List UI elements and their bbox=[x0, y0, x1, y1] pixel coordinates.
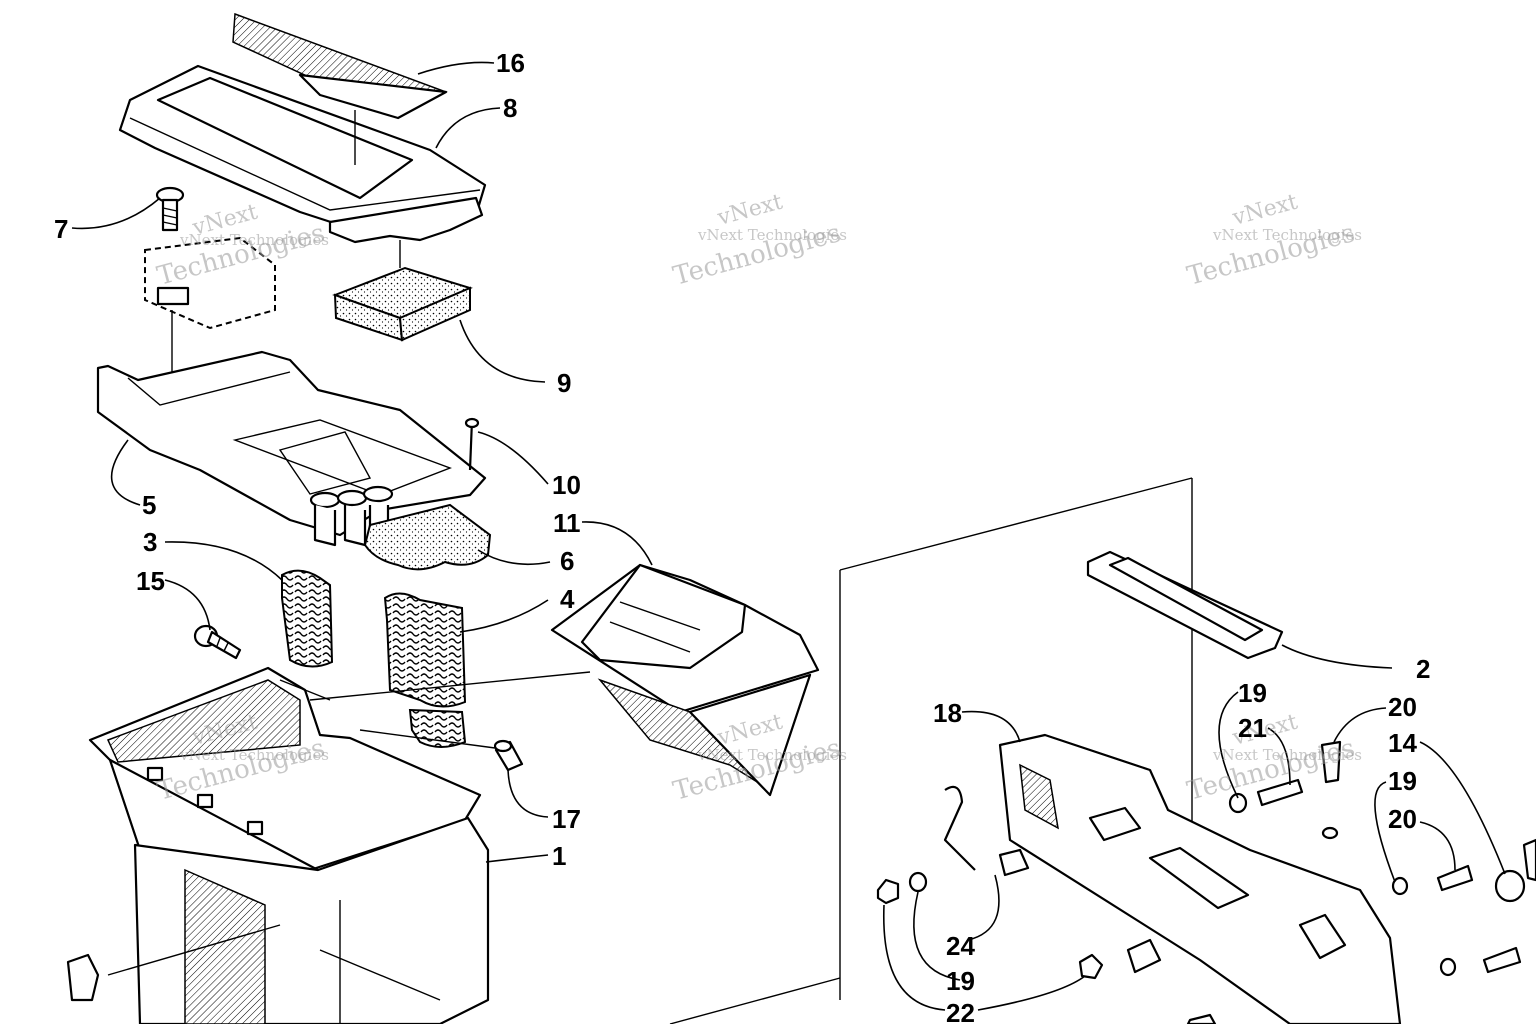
watermark-2: vNext vNext Technologies Technologies bbox=[670, 190, 847, 292]
part-17-plug bbox=[493, 739, 524, 772]
callout-22: 22 bbox=[946, 998, 975, 1024]
part-2-gasket bbox=[1086, 550, 1284, 660]
svg-text:vNext: vNext bbox=[714, 190, 785, 232]
svg-text:vNext Technologies: vNext Technologies bbox=[179, 746, 329, 764]
callout-5: 5 bbox=[142, 490, 156, 520]
part-18-bracket bbox=[998, 733, 1402, 1024]
callout-2: 2 bbox=[1416, 654, 1430, 684]
part-10-screw bbox=[464, 417, 480, 471]
module-box bbox=[144, 236, 276, 400]
callout-15: 15 bbox=[136, 566, 165, 596]
callout-19-c: 19 bbox=[946, 966, 975, 996]
callout-19-b: 19 bbox=[1388, 766, 1417, 796]
callout-21: 21 bbox=[1238, 713, 1267, 743]
callout-6: 6 bbox=[560, 546, 574, 576]
svg-text:vNext Technologies: vNext Technologies bbox=[697, 226, 847, 244]
svg-text:vNext Technologies: vNext Technologies bbox=[179, 231, 329, 249]
callout-9: 9 bbox=[557, 368, 571, 398]
part-7-screw bbox=[155, 186, 185, 232]
fasteners-right bbox=[876, 740, 1536, 1024]
callout-3: 3 bbox=[143, 527, 157, 557]
part-6-foam bbox=[363, 503, 492, 571]
callout-4: 4 bbox=[560, 584, 575, 614]
svg-text:vNext Technologies: vNext Technologies bbox=[1212, 226, 1362, 244]
callout-19-a: 19 bbox=[1238, 678, 1267, 708]
part-4-sponge bbox=[383, 592, 467, 748]
callout-8: 8 bbox=[503, 93, 517, 123]
callout-18: 18 bbox=[933, 698, 962, 728]
part-16-decal bbox=[232, 12, 448, 120]
part-8-cover bbox=[118, 64, 487, 244]
svg-text:vNext Technologies: vNext Technologies bbox=[1212, 746, 1362, 764]
callout-16: 16 bbox=[496, 48, 525, 78]
watermark-3: vNext vNext Technologies Technologies bbox=[1184, 190, 1362, 292]
part-15-bolt bbox=[193, 624, 242, 660]
callout-7: 7 bbox=[54, 214, 68, 244]
leader-lines bbox=[71, 61, 1506, 1011]
svg-text:vNext: vNext bbox=[1229, 190, 1300, 232]
callout-24: 24 bbox=[946, 931, 975, 961]
part-5-tray bbox=[96, 350, 487, 547]
callout-10: 10 bbox=[552, 470, 581, 500]
callout-11: 11 bbox=[553, 508, 581, 538]
svg-text:vNext Technologies: vNext Technologies bbox=[697, 746, 847, 764]
part-11-intake bbox=[550, 563, 820, 797]
callout-1: 1 bbox=[552, 841, 566, 871]
callout-labels: 16 8 7 9 10 5 11 6 3 15 4 17 1 2 19 21 2… bbox=[54, 48, 1430, 1024]
callout-20-b: 20 bbox=[1388, 804, 1417, 834]
part-9-filter bbox=[332, 240, 473, 342]
callout-20-a: 20 bbox=[1388, 692, 1417, 722]
alignment-lines bbox=[279, 110, 1193, 1024]
clip-part bbox=[66, 953, 100, 1002]
callout-14: 14 bbox=[1388, 728, 1417, 758]
part-3-sponge bbox=[281, 569, 334, 668]
callout-17: 17 bbox=[552, 804, 581, 834]
part-1-housing bbox=[88, 666, 490, 1024]
